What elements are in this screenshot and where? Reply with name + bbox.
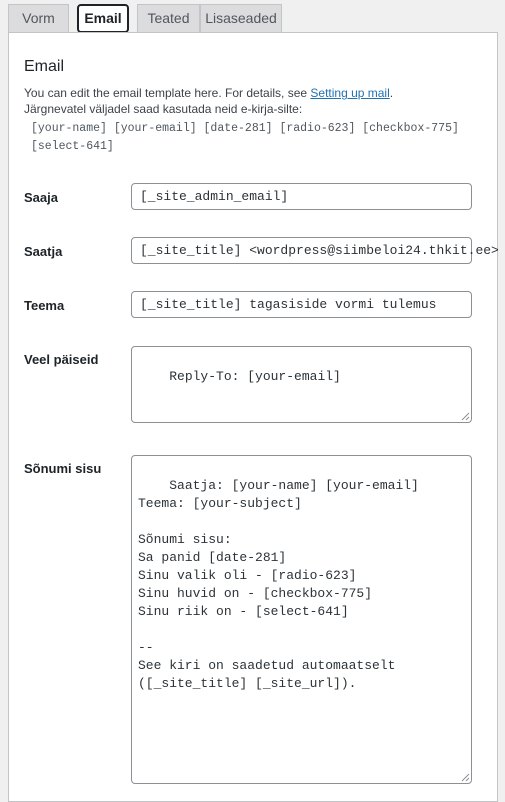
subject-label: Teema xyxy=(24,298,65,313)
setting-up-mail-link[interactable]: Setting up mail xyxy=(310,86,390,100)
tab-form[interactable]: Vorm xyxy=(8,4,69,32)
tags-intro: Järgnevatel väljadel saad kasutada neid … xyxy=(24,102,303,116)
additional-headers-field[interactable]: Reply-To: [your-email] xyxy=(131,346,472,423)
section-title: Email xyxy=(24,58,65,75)
message-body-field[interactable]: Saatja: [your-name] [your-email] Teema: … xyxy=(131,455,472,784)
subject-field[interactable]: [_site_title] tagasiside vormi tulemus xyxy=(131,291,472,318)
to-label: Saaja xyxy=(24,190,58,205)
additional-headers-text: Reply-To: [your-email] xyxy=(169,369,341,384)
resize-handle-icon[interactable] xyxy=(461,412,470,421)
mail-tags-list: [your-name] [your-email] [date-281] [rad… xyxy=(31,122,459,153)
additional-headers-label: Veel päiseid xyxy=(24,352,99,367)
section-description: You can edit the email template here. Fo… xyxy=(24,85,484,117)
tab-email[interactable]: Email xyxy=(77,4,129,33)
from-field[interactable]: [_site_title] <wordpress@siimbeloi24.thk… xyxy=(131,237,499,264)
from-label: Saatja xyxy=(24,244,63,259)
description-text: You can edit the email template here. Fo… xyxy=(24,86,311,100)
tab-messages[interactable]: Teated xyxy=(137,4,200,32)
message-body-text: Saatja: [your-name] [your-email] Teema: … xyxy=(138,478,419,691)
tab-additional-settings[interactable]: Lisaseaded xyxy=(200,4,282,32)
email-panel: Email You can edit the email template he… xyxy=(8,32,499,802)
message-body-label: Sõnumi sisu xyxy=(24,461,102,476)
to-field[interactable]: [_site_admin_email] xyxy=(131,183,472,210)
resize-handle-icon[interactable] xyxy=(461,773,470,782)
description-suffix: . xyxy=(389,86,394,100)
